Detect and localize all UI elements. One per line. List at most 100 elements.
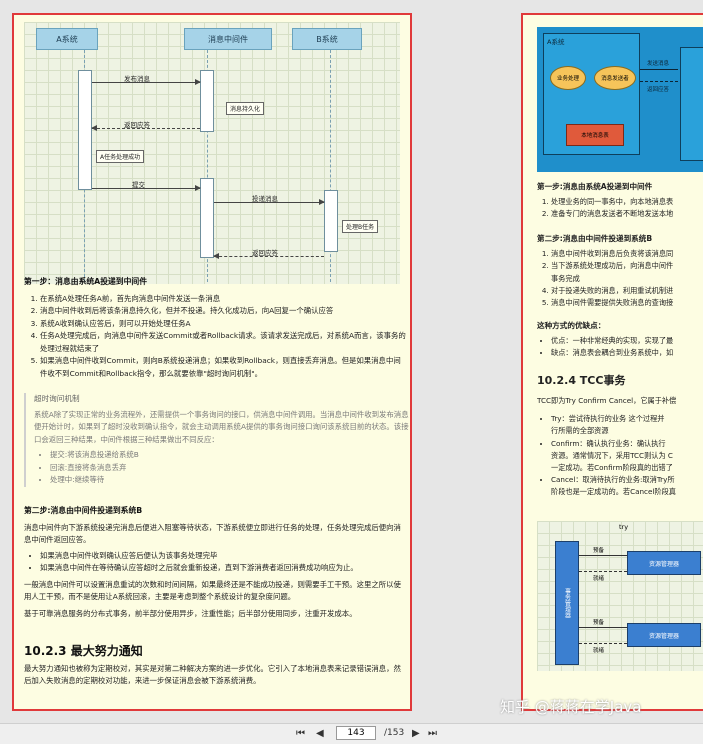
actor-system-b: B系统	[292, 28, 362, 50]
right-step1-item: 处理业务的同一事务中，向本地消息表	[551, 196, 703, 208]
label-commit: 提交	[132, 181, 145, 189]
step1-item: 消息中间件收到后将该条消息持久化，但并不投递。持久化成功后，向A回复一个确认应答	[40, 305, 408, 318]
tcc-item: 一定成功。若Confirm阶段真的出错了	[551, 463, 673, 473]
ready-arrow-2	[579, 643, 627, 644]
quote-item: 提交:将该消息投递给系统B	[50, 449, 410, 462]
right-step2: 第二步:消息由中间件投递到系统B 消息中间件收到消息后负责将该消息同 当下游系统…	[537, 233, 703, 309]
quote-list: 提交:将该消息投递给系统B 回滚:直接将条消息丢弃 处理中:继续等待	[34, 449, 410, 487]
middleware-box	[680, 47, 703, 161]
para-retry: 一般消息中间件可以设置消息重试的次数和时间间隔，如果最终还是不能成功投递，则需要…	[24, 579, 401, 602]
page-navigation-bar: ⏮ ◀ /153 ▶ ⏭	[0, 723, 703, 744]
para-summary: 基于可靠消息服务的分布式事务，前半部分使用异步，注重性能；后半部分使用同步，注重…	[24, 608, 357, 618]
prev-page-icon[interactable]: ◀	[316, 728, 324, 739]
page-number-input[interactable]	[336, 726, 376, 740]
quote-item: 回滚:直接将条消息丢弃	[50, 462, 410, 475]
right-step2-item: 事务完成	[551, 273, 580, 283]
send-message-arrow	[640, 69, 678, 70]
system-a-box: A系统 业务处理 消息发送者 本地消息表	[543, 33, 640, 155]
step1-item: 系统A收到确认应答后，则可以开始处理任务A	[40, 318, 408, 331]
ready-label-1: 就绪	[593, 576, 605, 582]
step1-item: 在系统A处理任务A前，首先向消息中间件发送一条消息	[40, 293, 408, 306]
resource-manager-box-2: 资源管理器	[627, 623, 701, 647]
try-label: try	[619, 523, 629, 531]
right-step2-item: 消息中间件需要提供失败消息的查询接	[551, 297, 703, 309]
right-pros: 这种方式的优缺点： 优点：一种非常经典的实现，实现了最 缺点：消息表会耦合到业务…	[537, 320, 703, 360]
actor-system-a: A系统	[36, 28, 98, 50]
quote-body: 系统A除了实现正常的业务流程外，还需提供一个事务询问的接口，供消息中间件调用。当…	[34, 409, 409, 444]
step2-section: 第二步:消息由中间件投递到系统B 消息中间件向下游系统投递完消息后便进入阻塞等待…	[24, 505, 408, 620]
watermark: 知乎 @蒋蒋在学Java	[500, 698, 642, 716]
step2-heading: 第二步:消息由中间件投递到系统B	[24, 506, 143, 515]
activation-a	[78, 70, 92, 190]
business-process-node: 业务处理	[550, 66, 586, 90]
right-step2-item: 当下游系统处理成功后，向消息中间件	[551, 260, 703, 272]
tcc-item: Cancel：取消待执行的业务:取消Try所	[551, 474, 703, 486]
reply-label: 返回应答	[647, 87, 670, 93]
left-page: A系统 消息中间件 B系统 发布消息 消息持久化 返回应答 A任务处理成功 提交…	[12, 13, 412, 711]
step1-item: 任务A处理完成后，向消息中间件发送Commit或者Rollback请求。该请求发…	[40, 330, 408, 355]
step2-item: 如果消息中间件在等待确认应答超时之后就会重新投递，直到下游消费者返回消费成功响应…	[40, 562, 408, 575]
last-page-icon[interactable]: ⏭	[428, 728, 437, 739]
sequence-diagram: A系统 消息中间件 B系统 发布消息 消息持久化 返回应答 A任务处理成功 提交…	[24, 22, 400, 284]
ready-arrow-1	[579, 571, 627, 572]
arrow-deliver	[214, 199, 325, 205]
right-step1-list: 处理业务的同一事务中，向本地消息表 准备专门的消息发送者不断地发送本地	[537, 196, 703, 220]
right-pros-heading: 这种方式的优缺点：	[537, 321, 606, 330]
tcc-list: Try：尝试待执行的业务 这个过程并 行所需的全部资源 Confirm：确认执行…	[537, 413, 703, 498]
note-a-done: A任务处理成功	[96, 150, 145, 163]
note-persist: 消息持久化	[226, 102, 265, 115]
tcc-item: 阶段也是一定成功的。若Cancel阶段真	[551, 487, 676, 497]
label-reply: 返回应答	[124, 121, 150, 129]
local-message-diagram: A系统 业务处理 消息发送者 本地消息表 发送消息 返回应答	[537, 27, 703, 172]
actor-middleware: 消息中间件	[184, 28, 272, 50]
step1-item: 如果消息中间件收到Commit，则向B系统投递消息；如果收到Rollback，则…	[40, 355, 408, 380]
send-message-label: 发送消息	[647, 61, 670, 67]
arrow-reply	[91, 125, 200, 131]
next-page-icon[interactable]: ▶	[412, 728, 420, 739]
right-step1: 第一步:消息由系统A投递到中间件 处理业务的同一事务中，向本地消息表 准备专门的…	[537, 181, 703, 221]
section-body: 最大努力通知也被称为定期校对，其实是对第二种解决方案的进一步优化。它引入了本地消…	[24, 663, 401, 686]
step2-item: 如果消息中间件收到确认应答后便认为该事务处理完毕	[40, 550, 408, 563]
right-step2-list: 消息中间件收到消息后负责将该消息同 当下游系统处理成功后，向消息中间件 事务完成…	[537, 248, 703, 309]
right-step1-item: 准备专门的消息发送者不断地发送本地	[551, 208, 703, 220]
quote-item: 处理中:继续等待	[50, 474, 410, 487]
tcc-item: 资源。通常情况下，采用TCC则认为 C	[551, 450, 673, 460]
activation-b	[324, 190, 338, 252]
right-pros-list: 优点：一种非常经典的实现，实现了最 缺点：消息表会耦合到业务系统中，如	[537, 335, 703, 359]
step1-section: 第一步：消息由系统A投递到中间件 在系统A处理任务A前，首先向消息中间件发送一条…	[24, 276, 408, 380]
step1-heading: 第一步：消息由系统A投递到中间件	[24, 277, 147, 286]
step1-list: 在系统A处理任务A前，首先向消息中间件发送一条消息 消息中间件收到后将该条消息持…	[24, 293, 408, 381]
local-table-node: 本地消息表	[566, 124, 624, 146]
first-page-icon[interactable]: ⏮	[296, 728, 305, 739]
lifeline-middleware	[207, 50, 208, 282]
resource-manager-box-1: 资源管理器	[627, 551, 701, 575]
tcc-intro: TCC即为Try Confirm Cancel，它属于补偿	[537, 396, 677, 405]
label-deliver: 投递消息	[252, 195, 278, 203]
arrow-commit	[92, 185, 201, 191]
system-a-label: A系统	[547, 38, 565, 46]
right-tcc: 10.2.4 TCC事务 TCC即为Try Confirm Cancel，它属于…	[537, 373, 703, 499]
quote-title: 超时询问机制	[34, 394, 80, 403]
reserve-arrow-2	[579, 627, 627, 628]
transaction-manager-box: 事务管理器	[555, 541, 579, 665]
best-effort-section: 10.2.3 最大努力通知 最大努力通知也被称为定期校对，其实是对第二种解决方案…	[24, 645, 408, 688]
ready-label-2: 就绪	[593, 648, 605, 654]
timeout-quote: 超时询问机制 系统A除了实现正常的业务流程外，还需提供一个事务询问的接口，供消息…	[24, 393, 410, 487]
lifeline-b	[330, 50, 331, 282]
right-step2-item: 消息中间件收到消息后负责将该消息同	[551, 248, 703, 260]
tcc-diagram: try 事务管理器 资源管理器 资源管理器 预备 就绪 预备 就绪	[537, 521, 703, 671]
right-step1-heading: 第一步:消息由系统A投递到中间件	[537, 182, 653, 191]
right-step2-item: 对于投递失败的消息，利用重试机制进	[551, 285, 703, 297]
section-title: 10.2.3 最大努力通知	[24, 644, 143, 658]
arrow-send-message	[92, 79, 201, 85]
label-send-message: 发布消息	[124, 75, 150, 83]
tcc-item: Confirm：确认执行业务：确认执行	[551, 438, 703, 450]
reserve-label-1: 预备	[593, 548, 605, 554]
right-page: A系统 业务处理 消息发送者 本地消息表 发送消息 返回应答 第一步:消息由系统…	[521, 13, 703, 711]
message-sender-node: 消息发送者	[594, 66, 636, 90]
reply-arrow	[640, 81, 678, 82]
tcc-title: 10.2.4 TCC事务	[537, 374, 626, 387]
step2-body: 消息中间件向下游系统投递完消息后便进入阻塞等待状态，下游系统便立即进行任务的处理…	[24, 522, 401, 545]
page-total: /153	[384, 728, 405, 738]
right-pros-item: 优点：一种非常经典的实现，实现了最	[551, 335, 703, 347]
